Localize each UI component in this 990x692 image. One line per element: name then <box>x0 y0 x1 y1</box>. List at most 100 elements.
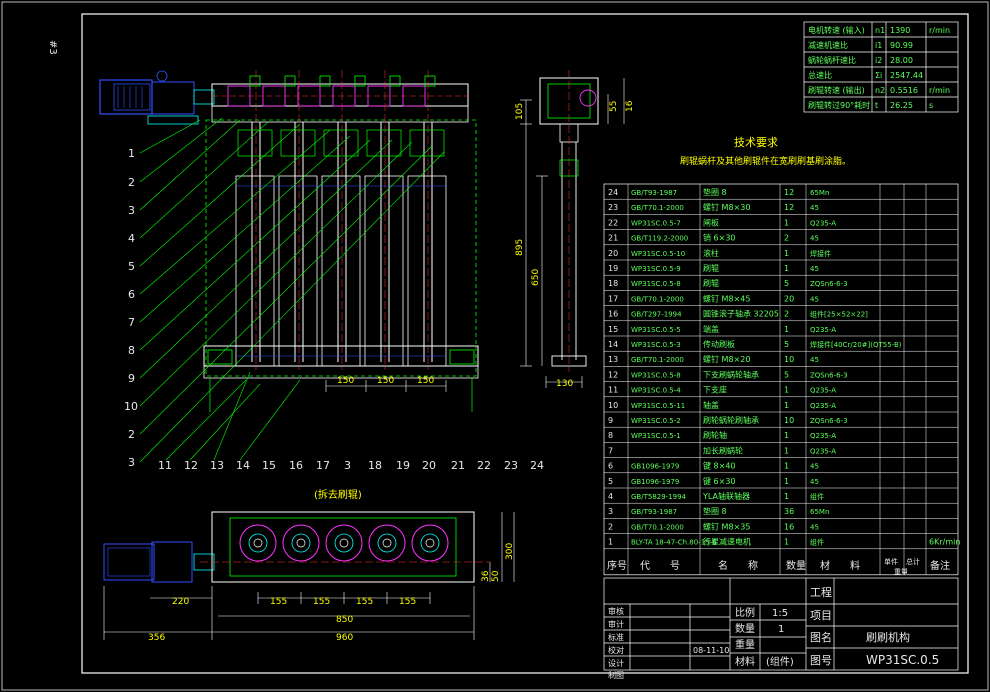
bom-qty-20: 1 <box>784 492 789 501</box>
tb-tuming-label: 图名 <box>810 630 832 644</box>
tech-req-text: 刷辊蜗杆及其他刷辊件在宽刷刷基刷涂脂。 <box>680 155 851 167</box>
bom-mat-19: 45 <box>810 478 819 486</box>
bom-name-11: 螺钉 M8×20 <box>703 354 750 364</box>
spec-unit-5: s <box>929 101 933 110</box>
front-dim-pitch-2: 150 <box>377 376 394 386</box>
spec-name-5: 刷辊转过90°耗时 <box>808 100 870 110</box>
front-dim-pitch-3: 150 <box>417 376 434 386</box>
bom-name-2: 闸板 <box>703 217 719 227</box>
bom-qty-11: 10 <box>784 355 794 364</box>
bom-qty-23: 1 <box>784 538 789 547</box>
bom-header-code: 代 号 <box>640 560 680 572</box>
tb-zhongliang-label: 重量 <box>735 638 755 651</box>
bom-qty-8: 2 <box>784 310 789 319</box>
bom-mat-20: 组件 <box>810 492 824 501</box>
bom-name-13: 下支座 <box>703 385 727 395</box>
tb-gongcheng-label: 工程 <box>810 586 832 599</box>
bom-code-22: GB/T70.1-2000 <box>631 523 684 531</box>
tb-shuliang-val: 1 <box>778 624 784 635</box>
bom-qty-16: 1 <box>784 431 789 440</box>
bottom-balloon-12: 12 <box>184 459 198 472</box>
bom-code-18: GB1096-1979 <box>631 463 679 471</box>
bom-qty-22: 16 <box>784 522 794 531</box>
side-dim-mid: 650 <box>531 269 541 286</box>
bom-name-22: 螺钉 M8×35 <box>703 521 750 531</box>
bom-no-21: 3 <box>608 507 613 516</box>
bom-qty-13: 1 <box>784 386 789 395</box>
plan-dim-50: 50 <box>491 570 501 582</box>
plan-dim-36: 36 <box>481 570 491 582</box>
bottom-balloon-14: 14 <box>236 459 250 472</box>
bom-no-23: 1 <box>608 538 613 547</box>
spec-name-3: 总速比 <box>808 70 832 80</box>
bom-code-13: WP31SC.0.5-4 <box>631 387 681 395</box>
bom-mat-11: 45 <box>810 356 819 364</box>
side-dim-r1: 55 <box>609 101 619 112</box>
bom-name-20: YLA轴联轴器 <box>702 491 750 501</box>
plan-frame <box>211 511 475 583</box>
bottom-balloon-24: 24 <box>530 459 544 472</box>
bom-header-total: 总计 <box>906 557 920 566</box>
bottom-balloon-17: 17 <box>316 459 330 472</box>
bom-name-14: 轴盖 <box>703 400 719 410</box>
spec-name-4: 刷辊转速 (输出) <box>808 85 865 95</box>
bom-header-name: 名 称 <box>718 559 758 572</box>
plan-dim-300: 300 <box>505 543 515 560</box>
tb-bili-label: 比例 <box>735 606 755 619</box>
bom-name-8: 圆锥滚子轴承 32205 <box>703 309 779 319</box>
bom-qty-2: 1 <box>784 218 789 227</box>
spec-table <box>803 21 959 113</box>
balloon-3: 3 <box>128 204 135 217</box>
bom-code-10: WP31SC.0.5-3 <box>631 341 681 349</box>
bom-code-21: GB/T93-1987 <box>631 508 677 516</box>
bom-code-0: GB/T93-1987 <box>631 189 677 197</box>
tb-tuhao-label: 图号 <box>810 654 832 667</box>
bom-qty-6: 5 <box>784 279 789 288</box>
bom-qty-17: 1 <box>784 446 789 455</box>
side-dim-r2: 16 <box>625 100 635 112</box>
bom-qty-10: 5 <box>784 340 789 349</box>
bom-mat-15: ZQSn6-6-3 <box>810 417 848 425</box>
bom-qty-3: 2 <box>784 234 789 243</box>
bom-no-18: 6 <box>608 462 613 471</box>
spec-val-2: 28.00 <box>890 56 913 65</box>
spec-val-4: 0.5516 <box>890 86 918 95</box>
bom-name-5: 刷辊 <box>703 263 719 273</box>
tb-bili-val: 1:5 <box>772 608 788 619</box>
bom-code-8: GB/T297-1994 <box>631 311 682 319</box>
bom-no-11: 13 <box>608 355 618 364</box>
bom-no-17: 7 <box>608 446 613 455</box>
bom-header-unit: 单件 <box>884 557 898 566</box>
bom-code-20: GB/T5829-1994 <box>631 493 687 501</box>
bom-mat-22: 45 <box>810 523 819 531</box>
title-block <box>603 577 959 671</box>
spec-name-1: 减速机速比 <box>808 40 848 50</box>
bom-header-weight: 重量 <box>894 568 908 576</box>
bom-header-qty: 数量 <box>786 559 806 572</box>
bom-mat-0: 65Mn <box>810 189 829 197</box>
bom-mat-16: Q235-A <box>810 432 836 440</box>
bom-qty-21: 36 <box>784 507 794 516</box>
bom-no-7: 17 <box>608 294 618 303</box>
bom-qty-14: 1 <box>784 401 789 410</box>
tb-cailiao-val: (组件) <box>766 655 794 668</box>
tb-shuliang-label: 数量 <box>735 622 755 635</box>
plan-dim-155d: 155 <box>399 597 416 607</box>
bom-code-9: WP31SC.0.5-5 <box>631 326 681 334</box>
front-view: 150 150 150 1 2 3 4 5 6 <box>99 70 544 472</box>
tb-date: 08-11-10 <box>693 646 729 655</box>
tb-cailiao-label: 材料 <box>735 655 755 668</box>
tb-shenhe: 审核 <box>608 606 624 616</box>
bom-header-mat: 材 料 <box>820 559 860 572</box>
bottom-balloon-22: 22 <box>477 459 491 472</box>
tb-tuhao-val: WP31SC.0.5 <box>866 653 939 667</box>
bom-mat-9: Q235-A <box>810 326 836 334</box>
bottom-balloon-23: 23 <box>504 459 518 472</box>
bom-qty-19: 1 <box>784 477 789 486</box>
bom-no-2: 22 <box>608 218 618 227</box>
tb-shenji: 审计 <box>608 619 624 629</box>
bom-code-1: GB/T70.1-2000 <box>631 204 684 212</box>
bom-name-6: 刷辊 <box>703 278 719 288</box>
balloon-10: 10 <box>124 400 138 413</box>
